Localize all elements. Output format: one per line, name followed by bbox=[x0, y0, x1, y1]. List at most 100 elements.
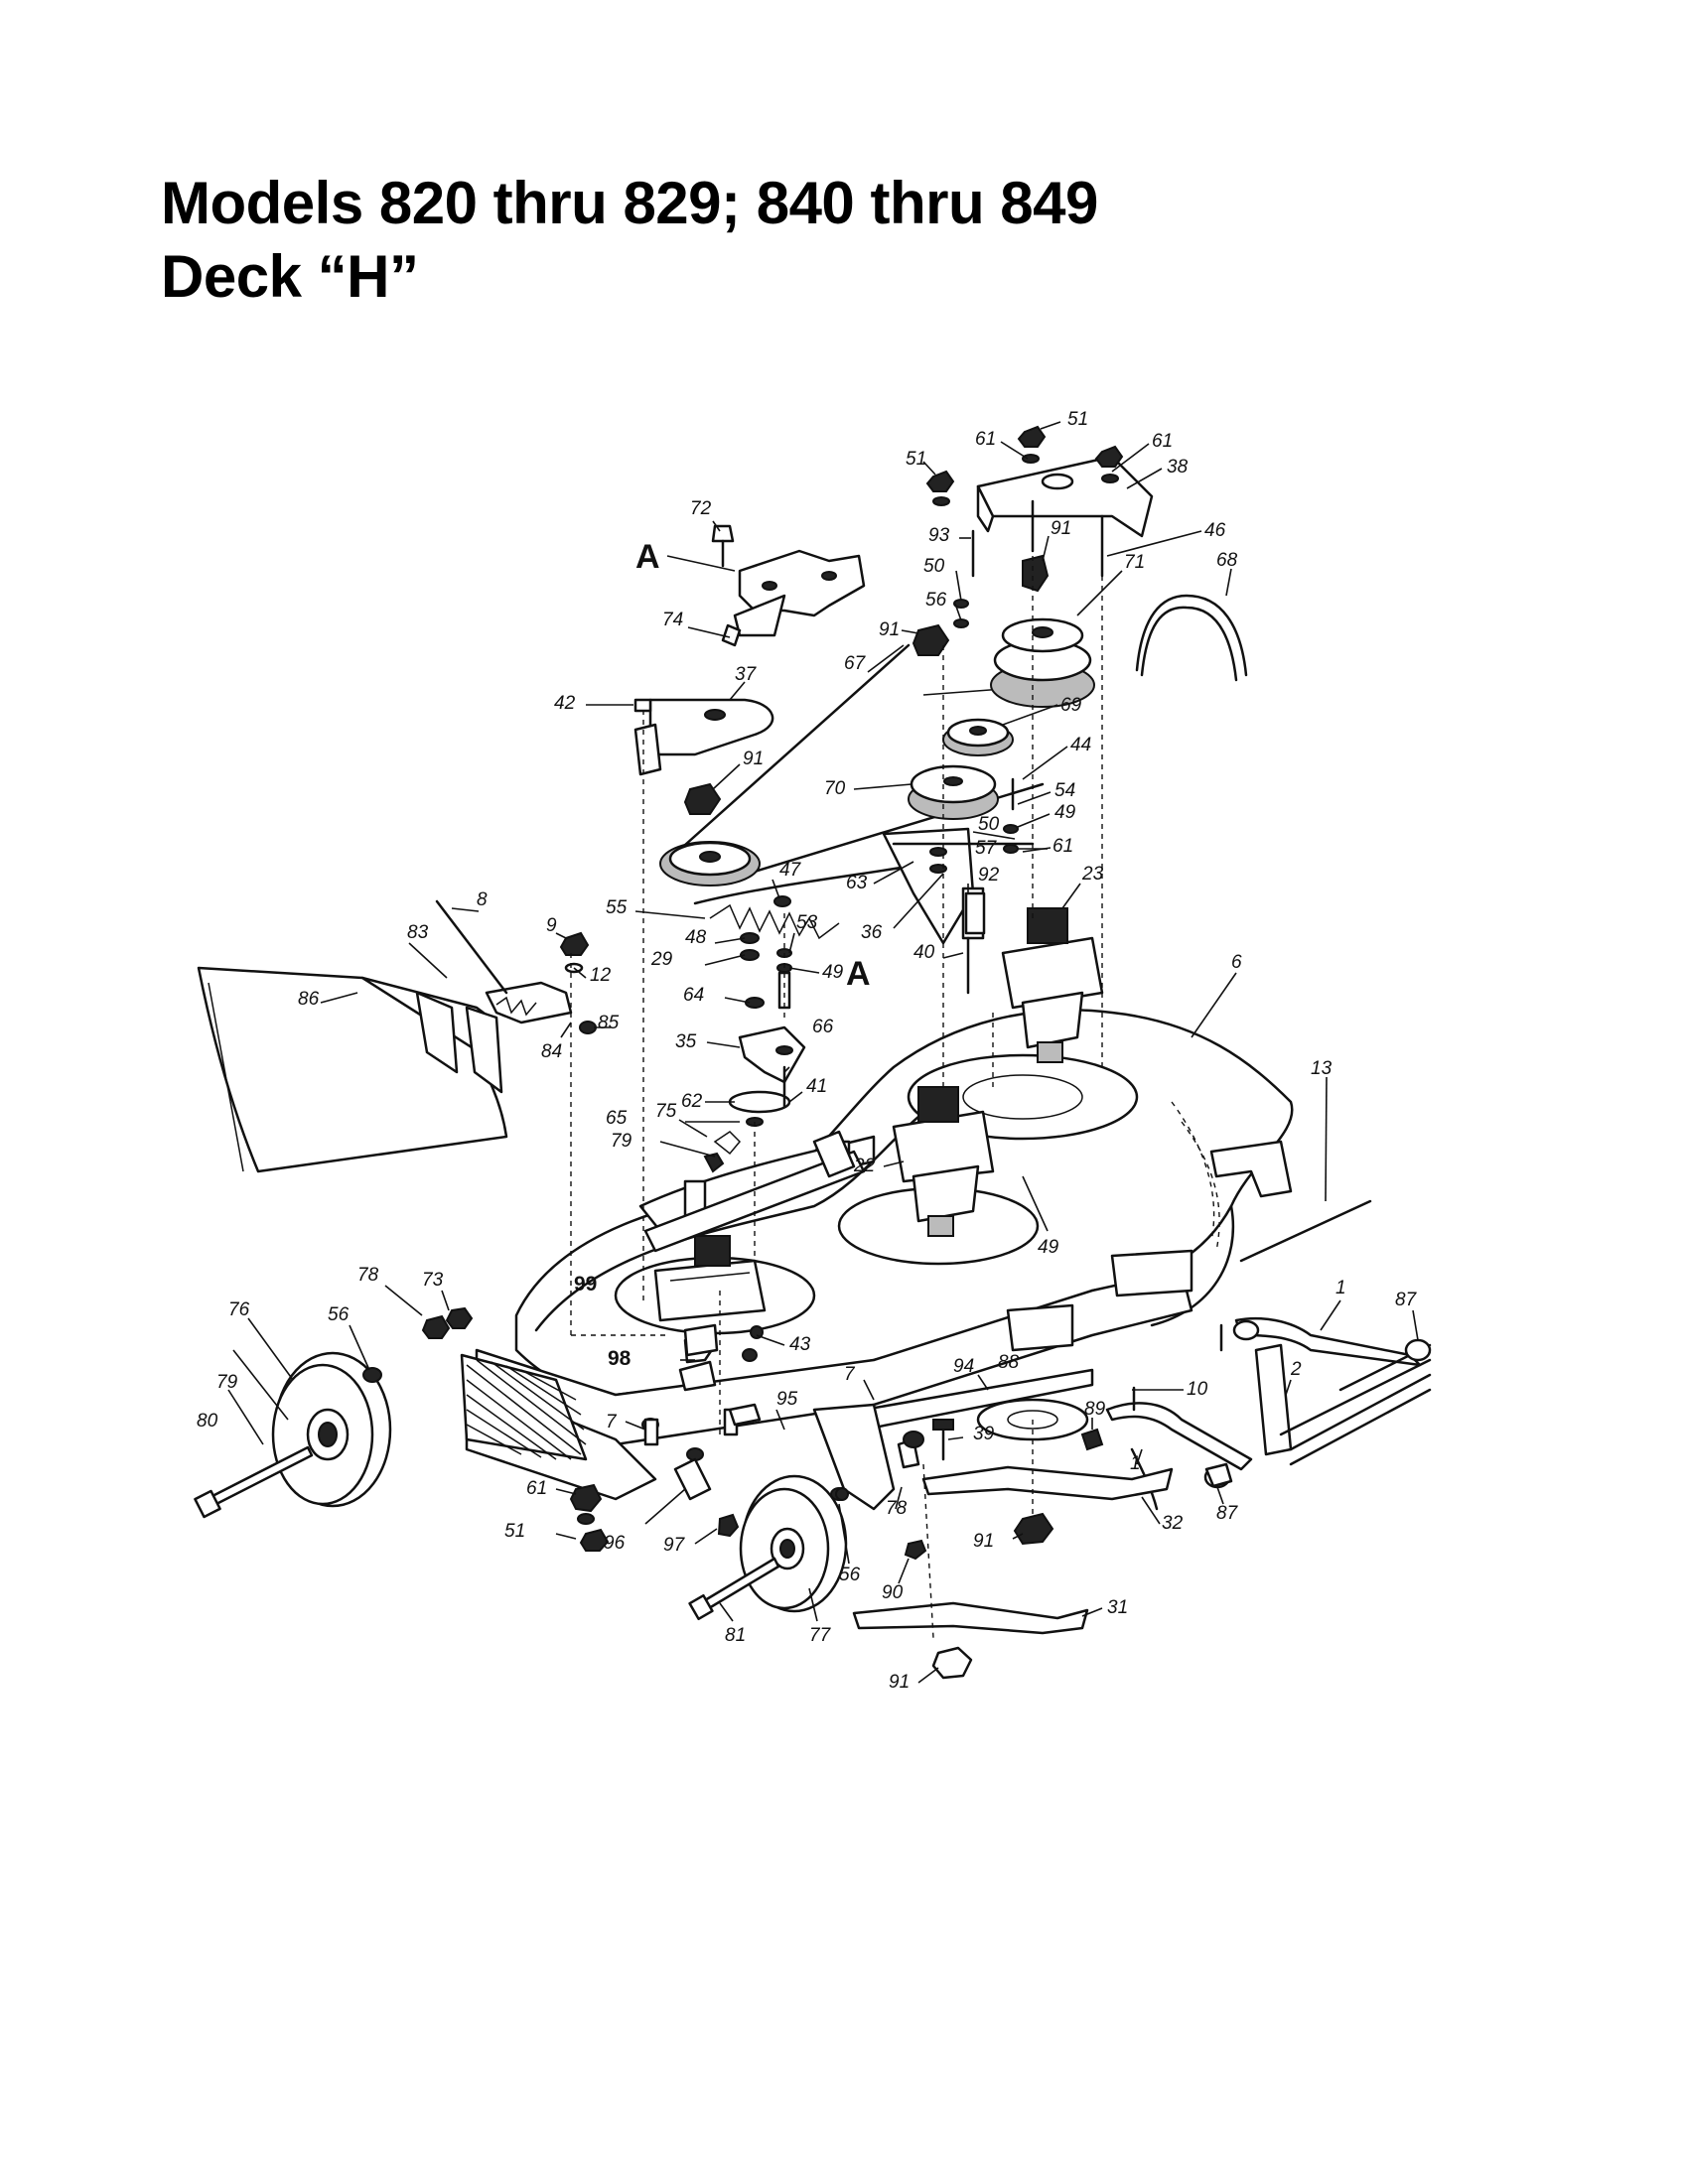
callout-61-lower: 61 bbox=[526, 1478, 547, 1499]
callout-1-lower: 1 bbox=[1130, 1453, 1141, 1474]
callout-7-center: 7 bbox=[844, 1364, 856, 1385]
nut-91-blade-31 bbox=[931, 1646, 973, 1680]
callout-57: 57 bbox=[975, 838, 998, 859]
callout-1-upper: 1 bbox=[1335, 1278, 1346, 1298]
callout-50-lower: 50 bbox=[978, 814, 1000, 835]
callout-56-upper: 56 bbox=[925, 590, 947, 611]
grass-deflector-86 bbox=[197, 966, 508, 1173]
callout-23: 23 bbox=[1081, 864, 1104, 885]
nut-91-blade-32 bbox=[1013, 1512, 1054, 1546]
callout-90: 90 bbox=[882, 1582, 904, 1603]
callout-79-upper: 79 bbox=[611, 1131, 632, 1152]
leader-lines bbox=[227, 421, 1419, 1684]
callout-71: 71 bbox=[1124, 552, 1145, 573]
pulley-71 bbox=[990, 617, 1095, 708]
callout-86: 86 bbox=[298, 989, 320, 1010]
callout-91-bracket: 91 bbox=[743, 749, 764, 769]
callout-91-blade-upper: 91 bbox=[973, 1531, 994, 1552]
callout-74: 74 bbox=[662, 610, 683, 630]
callout-76: 76 bbox=[228, 1299, 250, 1320]
callout-63: 63 bbox=[846, 873, 868, 893]
callout-61-top-left: 61 bbox=[975, 429, 996, 450]
callout-48: 48 bbox=[685, 927, 707, 948]
blade-32 bbox=[921, 1465, 1174, 1501]
callout-49-lower: 49 bbox=[1038, 1237, 1059, 1258]
callout-81: 81 bbox=[725, 1625, 746, 1646]
callout-67: 67 bbox=[844, 653, 867, 674]
wheel-76 bbox=[271, 1351, 392, 1508]
callout-97: 97 bbox=[663, 1535, 686, 1556]
callout-51-lower: 51 bbox=[504, 1521, 525, 1542]
callout-a-upper: A bbox=[635, 538, 660, 576]
callout-42: 42 bbox=[554, 693, 576, 714]
callout-22: 22 bbox=[853, 1156, 876, 1176]
callout-9: 9 bbox=[546, 915, 557, 936]
blade-31 bbox=[852, 1601, 1089, 1635]
callout-40: 40 bbox=[913, 942, 935, 963]
callout-55: 55 bbox=[606, 897, 628, 918]
callout-2: 2 bbox=[1290, 1359, 1302, 1380]
callout-32: 32 bbox=[1162, 1513, 1184, 1534]
callout-61-mid: 61 bbox=[1052, 836, 1073, 857]
callout-91-upper: 91 bbox=[1051, 518, 1071, 539]
spindle-assembly-center bbox=[892, 1086, 995, 1237]
bolt-80 bbox=[194, 1445, 314, 1519]
rod-8 bbox=[435, 899, 508, 995]
hardware bbox=[362, 425, 1233, 1561]
callout-13: 13 bbox=[1311, 1058, 1333, 1079]
callout-65: 65 bbox=[606, 1108, 628, 1129]
callout-83: 83 bbox=[407, 922, 429, 943]
callout-51-left: 51 bbox=[906, 449, 926, 470]
callout-73: 73 bbox=[422, 1270, 444, 1291]
bolt-81 bbox=[688, 1557, 780, 1621]
callout-69: 69 bbox=[1060, 695, 1082, 716]
callout-78-lower: 78 bbox=[886, 1498, 908, 1519]
callout-44: 44 bbox=[1070, 735, 1091, 755]
callout-93: 93 bbox=[928, 525, 950, 546]
spring-55 bbox=[709, 903, 840, 940]
callout-41: 41 bbox=[806, 1076, 827, 1097]
callout-79-wheel: 79 bbox=[216, 1372, 238, 1393]
assembly-centerlines bbox=[570, 516, 1103, 1639]
callout-99: 99 bbox=[574, 1273, 597, 1296]
callout-8: 8 bbox=[477, 889, 488, 910]
pulley-69 bbox=[942, 718, 1014, 756]
callout-87-lower: 87 bbox=[1216, 1503, 1239, 1524]
callout-88: 88 bbox=[998, 1352, 1020, 1373]
callout-12: 12 bbox=[590, 965, 612, 986]
callout-84: 84 bbox=[541, 1041, 562, 1062]
callout-54: 54 bbox=[1054, 780, 1075, 801]
callout-66: 66 bbox=[812, 1017, 834, 1037]
bracket-37 bbox=[633, 698, 774, 776]
bracket-a bbox=[733, 549, 866, 637]
bracket-83 bbox=[485, 981, 573, 1024]
arm-35 bbox=[738, 1025, 806, 1084]
callout-98: 98 bbox=[608, 1347, 632, 1370]
callout-49-mid: 49 bbox=[822, 962, 844, 983]
callout-91-blade-lower: 91 bbox=[889, 1672, 910, 1693]
callout-29: 29 bbox=[650, 949, 673, 970]
callout-56-lower: 56 bbox=[839, 1565, 861, 1585]
callout-85: 85 bbox=[598, 1013, 620, 1033]
callout-36: 36 bbox=[861, 922, 883, 943]
callout-10: 10 bbox=[1187, 1379, 1208, 1400]
page-title: Models 820 thru 829; 840 thru 849 Deck “… bbox=[161, 167, 1098, 314]
plate-62 bbox=[728, 1090, 791, 1114]
callout-95: 95 bbox=[776, 1389, 798, 1410]
callout-62: 62 bbox=[681, 1091, 703, 1112]
callout-35: 35 bbox=[675, 1031, 697, 1052]
callout-72: 72 bbox=[690, 498, 712, 519]
callout-87-upper: 87 bbox=[1395, 1290, 1418, 1310]
callout-53: 53 bbox=[796, 912, 818, 933]
end-cap-87a bbox=[1404, 1338, 1432, 1362]
callout-91-mid-left: 91 bbox=[879, 619, 900, 640]
lift-link-2 bbox=[1254, 1343, 1293, 1456]
callout-39: 39 bbox=[973, 1424, 995, 1444]
callout-51-top: 51 bbox=[1067, 409, 1088, 430]
callout-94: 94 bbox=[953, 1356, 974, 1377]
callout-49-upper: 49 bbox=[1054, 802, 1076, 823]
callout-37: 37 bbox=[735, 664, 758, 685]
callout-31: 31 bbox=[1107, 1597, 1128, 1618]
callout-6: 6 bbox=[1231, 952, 1242, 973]
